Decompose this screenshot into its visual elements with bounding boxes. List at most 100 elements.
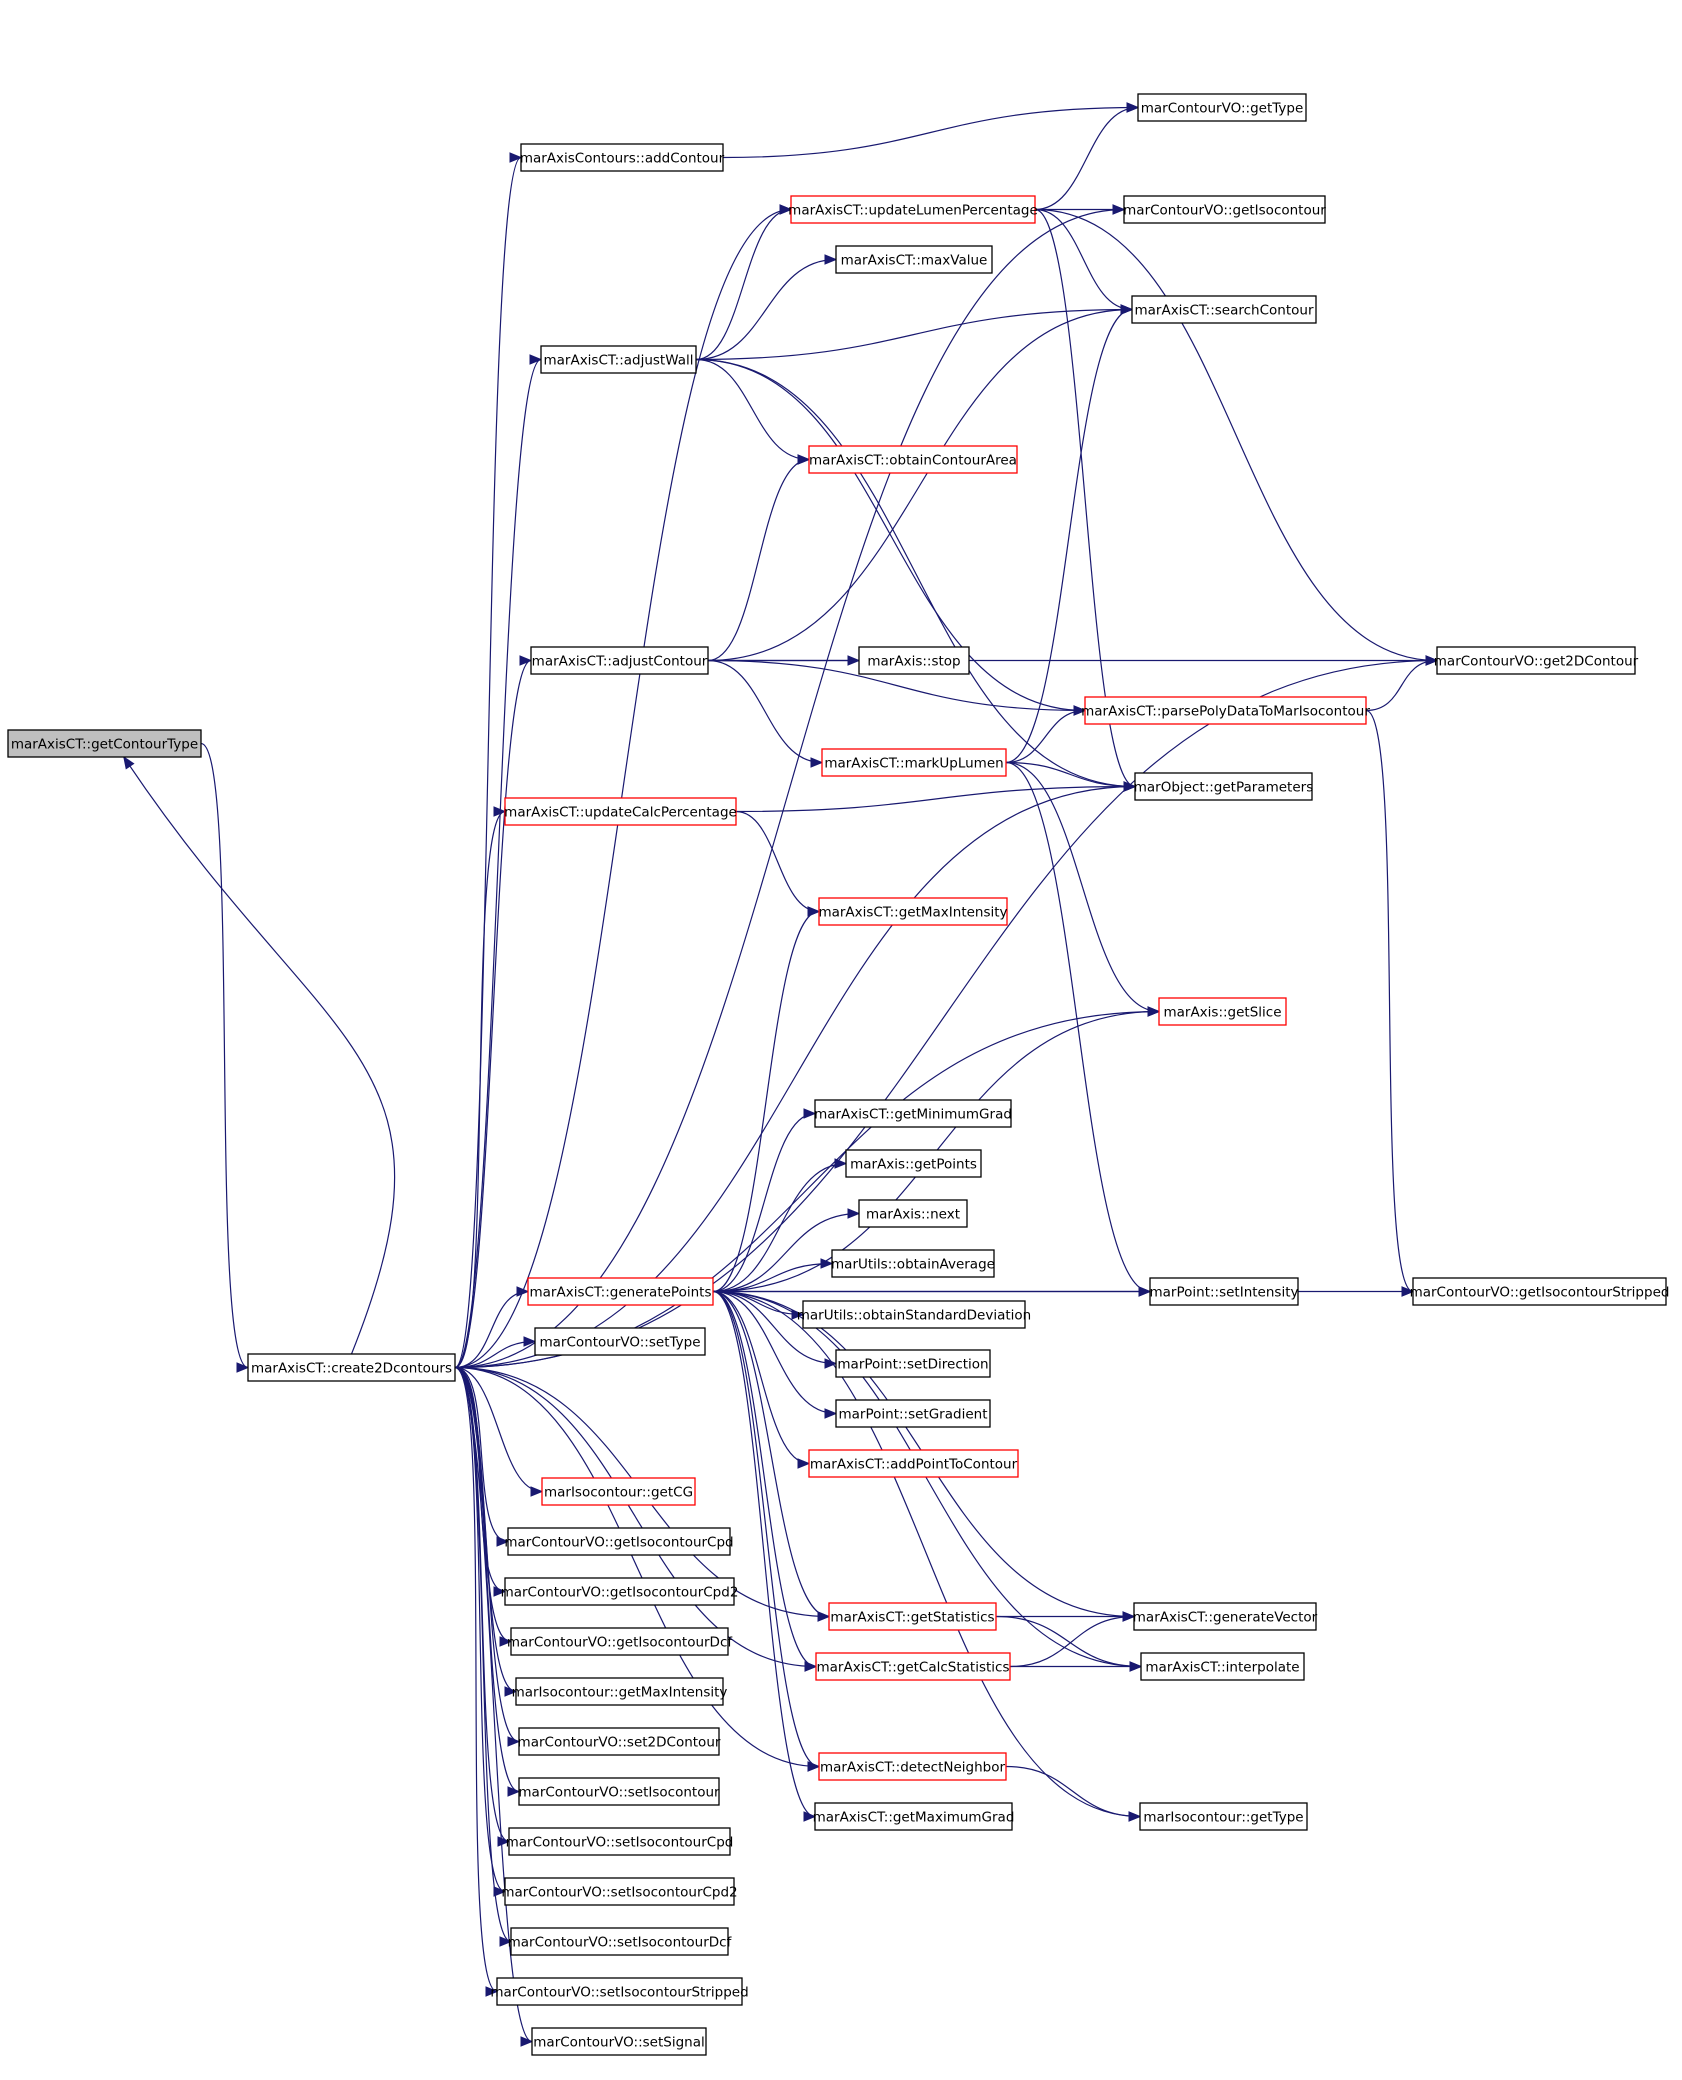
node-label: marAxisContours::addContour xyxy=(520,151,725,167)
arrowhead-icon xyxy=(779,204,793,215)
node-label: marContourVO::getIsocontour xyxy=(1123,203,1326,219)
node-mar-axis-ct-detect-neighbor[interactable]: marAxisCT::detectNeighbor xyxy=(818,1752,1007,1781)
node-mar-axis-ct-adjust-contour[interactable]: marAxisCT::adjustContour xyxy=(530,646,709,675)
edge-get-contour-type-to-create2-dcontours xyxy=(200,742,249,1369)
node-mar-contour-vo-set-type[interactable]: marContourVO::setType xyxy=(534,1327,706,1356)
node-mar-point-set-direction[interactable]: marPoint::setDirection xyxy=(835,1349,991,1378)
arrowhead-icon xyxy=(236,1362,250,1373)
node-mar-axis-ct-mark-up-lumen[interactable]: marAxisCT::markUpLumen xyxy=(821,748,1007,777)
node-mar-contour-vo-get-isocontour-stripped[interactable]: marContourVO::getIsocontourStripped xyxy=(1410,1277,1670,1306)
node-mar-point-set-gradient[interactable]: marPoint::setGradient xyxy=(835,1399,991,1428)
edge-update-lumen-percentage-to-get2-dcontour xyxy=(1034,208,1438,662)
node-mar-isocontour-get-cg[interactable]: marIsocontour::getCG xyxy=(541,1477,696,1506)
node-mar-utils-obtain-average[interactable]: marUtils::obtainAverage xyxy=(831,1249,995,1278)
node-label: marAxis::getPoints xyxy=(850,1157,977,1173)
node-mar-point-set-intensity[interactable]: marPoint::setIntensity xyxy=(1149,1277,1299,1306)
node-label: marContourVO::setIsocontourStripped xyxy=(490,1985,748,2001)
node-mar-contour-vo-set-isocontour-stripped[interactable]: marContourVO::setIsocontourStripped xyxy=(490,1977,749,2006)
edge-mark-up-lumen-to-search-contour xyxy=(1005,308,1133,764)
node-mar-contour-vo-set-signal[interactable]: marContourVO::setSignal xyxy=(531,2027,707,2056)
node-label: marAxisCT::detectNeighbor xyxy=(820,1760,1006,1776)
node-label: marAxisCT::create2Dcontours xyxy=(251,1361,452,1377)
node-mar-axis-ct-interpolate[interactable]: marAxisCT::interpolate xyxy=(1140,1652,1305,1681)
node-mar-isocontour-get-max-intensity[interactable]: marIsocontour::getMaxIntensity xyxy=(512,1677,728,1706)
arrowhead-icon xyxy=(530,1486,544,1497)
node-mar-contour-vo-get-isocontour-dcf[interactable]: marContourVO::getIsocontourDcf xyxy=(507,1627,734,1656)
node-label: marAxis::getSlice xyxy=(1163,1005,1281,1021)
node-box xyxy=(541,1477,696,1506)
node-mar-axis-ct-parse-poly-data-to-mar-isocontour[interactable]: marAxisCT::parsePolyDataToMarIsocontour xyxy=(1081,696,1370,725)
node-box xyxy=(518,1777,720,1806)
node-mar-axis-get-points[interactable]: marAxis::getPoints xyxy=(845,1149,982,1178)
node-mar-axis-stop[interactable]: marAxis::stop xyxy=(858,646,970,675)
node-label: marAxisCT::generateVector xyxy=(1133,1610,1318,1626)
arrowhead-icon xyxy=(123,755,135,770)
arrowhead-icon xyxy=(497,1836,511,1847)
node-box xyxy=(510,1927,729,1956)
node-label: marAxisCT::adjustContour xyxy=(532,654,708,670)
node-mar-axis-next[interactable]: marAxis::next xyxy=(858,1199,968,1228)
node-mar-axis-ct-search-contour[interactable]: marAxisCT::searchContour xyxy=(1131,295,1317,324)
node-mar-axis-ct-max-value[interactable]: marAxisCT::maxValue xyxy=(835,245,993,274)
node-box xyxy=(1412,1277,1667,1306)
node-label: marContourVO::getIsocontourStripped xyxy=(1410,1285,1670,1301)
node-mar-axis-ct-update-calc-percentage[interactable]: marAxisCT::updateCalcPercentage xyxy=(504,797,737,826)
node-mar-axis-ct-generate-points[interactable]: marAxisCT::generatePoints xyxy=(527,1277,714,1306)
arrowhead-icon xyxy=(1123,781,1137,792)
node-mar-axis-contours-add-contour[interactable]: marAxisContours::addContour xyxy=(520,143,725,172)
arrowhead-icon xyxy=(1401,1286,1415,1297)
arrowhead-icon xyxy=(797,454,811,465)
node-mar-axis-ct-adjust-wall[interactable]: marAxisCT::adjustWall xyxy=(540,345,697,374)
node-mar-contour-vo-get-type[interactable]: marContourVO::getType xyxy=(1137,93,1307,122)
node-mar-axis-ct-get-calc-statistics[interactable]: marAxisCT::getCalcStatistics xyxy=(815,1652,1011,1681)
node-mar-contour-vo-set-isocontour-cpd2[interactable]: marContourVO::setIsocontourCpd2 xyxy=(501,1877,738,1906)
node-mar-contour-vo-set-isocontour-dcf[interactable]: marContourVO::setIsocontourDcf xyxy=(508,1927,733,1956)
node-box xyxy=(540,345,697,374)
node-mar-axis-ct-update-lumen-percentage[interactable]: marAxisCT::updateLumenPercentage xyxy=(788,195,1038,224)
arrowhead-icon xyxy=(803,1811,817,1822)
node-box xyxy=(802,1300,1026,1329)
node-label: marAxisCT::parsePolyDataToMarIsocontour xyxy=(1081,704,1370,720)
node-mar-axis-ct-get-statistics[interactable]: marAxisCT::getStatistics xyxy=(828,1602,997,1631)
node-mar-axis-ct-get-maximum-grad[interactable]: marAxisCT::getMaximumGrad xyxy=(813,1802,1015,1831)
edge-detect-neighbor-to-iso-get-type xyxy=(1005,1765,1141,1818)
edge-create2-dcontours-to-update-lumen-percentage xyxy=(454,208,792,1369)
node-box xyxy=(515,1677,724,1706)
edge-get-calc-statistics-to-generate-vector xyxy=(1009,1615,1135,1668)
node-mar-utils-obtain-standard-deviation[interactable]: marUtils::obtainStandardDeviation xyxy=(797,1300,1031,1329)
arrowhead-icon xyxy=(824,1408,838,1419)
node-mar-isocontour-get-type[interactable]: marIsocontour::getType xyxy=(1139,1802,1308,1831)
node-mar-contour-vo-get2-dcontour[interactable]: marContourVO::get2DContour xyxy=(1434,646,1639,675)
node-mar-contour-vo-set2-dcontour[interactable]: marContourVO::set2DContour xyxy=(518,1727,721,1756)
edges-layer xyxy=(123,102,1439,2047)
node-mar-object-get-parameters[interactable]: marObject::getParameters xyxy=(1134,772,1313,801)
node-mar-axis-ct-add-point-to-contour[interactable]: marAxisCT::addPointToContour xyxy=(808,1449,1019,1478)
edge-update-calc-percentage-to-get-max-intensity-ct xyxy=(735,810,820,913)
node-box xyxy=(1149,1277,1299,1306)
node-mar-axis-ct-create2-dcontours[interactable]: marAxisCT::create2Dcontours xyxy=(247,1353,456,1382)
node-box xyxy=(835,245,993,274)
edge-generate-points-to-set-direction xyxy=(712,1290,837,1365)
node-mar-contour-vo-set-isocontour-cpd[interactable]: marContourVO::setIsocontourCpd xyxy=(506,1827,734,1856)
node-label: marAxisCT::maxValue xyxy=(841,253,988,269)
arrowhead-icon xyxy=(529,354,543,365)
arrowhead-icon xyxy=(1073,705,1087,716)
node-mar-axis-ct-get-max-intensity[interactable]: marAxisCT::getMaxIntensity xyxy=(818,897,1008,926)
edge-adjust-wall-to-search-contour xyxy=(695,308,1133,361)
node-mar-axis-ct-get-contour-type[interactable]: marAxisCT::getContourType xyxy=(7,729,202,758)
node-mar-axis-ct-generate-vector[interactable]: marAxisCT::generateVector xyxy=(1133,1602,1318,1631)
node-mar-contour-vo-get-isocontour-cpd[interactable]: marContourVO::getIsocontourCpd xyxy=(504,1527,734,1556)
edge-adjust-contour-to-search-contour xyxy=(707,308,1133,662)
node-mar-axis-ct-obtain-contour-area[interactable]: marAxisCT::obtainContourArea xyxy=(808,445,1018,474)
arrowhead-icon xyxy=(824,254,838,265)
edge-create2-dcontours-to-get-isocontour xyxy=(454,208,1125,1369)
node-mar-axis-ct-get-minimum-grad[interactable]: marAxisCT::getMinimumGrad xyxy=(814,1099,1012,1128)
node-mar-contour-vo-get-isocontour[interactable]: marContourVO::getIsocontour xyxy=(1123,195,1326,224)
node-box xyxy=(814,1099,1012,1128)
node-mar-axis-get-slice[interactable]: marAxis::getSlice xyxy=(1158,997,1287,1026)
node-mar-contour-vo-get-isocontour-cpd2[interactable]: marContourVO::getIsocontourCpd2 xyxy=(501,1577,739,1606)
arrowhead-icon xyxy=(496,1536,510,1547)
node-mar-contour-vo-set-isocontour[interactable]: marContourVO::setIsocontour xyxy=(518,1777,720,1806)
arrowhead-icon xyxy=(1129,1661,1143,1672)
